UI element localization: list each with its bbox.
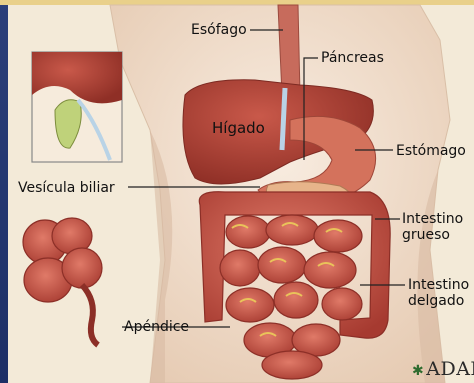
label-pancreas: Páncreas [321, 50, 384, 66]
label-estomago: Estómago [396, 143, 466, 159]
gallbladder-inset [32, 52, 122, 162]
appendix-inset [23, 218, 102, 345]
adam-logo: ✱ADAM [412, 358, 474, 380]
label-intestino-delgado-line1: Intestino [408, 277, 469, 293]
label-intestino-delgado-line2: delgado [408, 293, 464, 309]
label-higado: Hígado [212, 120, 265, 136]
bile-duct [282, 88, 285, 150]
label-apendice: Apéndice [124, 319, 189, 335]
label-esofago: Esófago [191, 22, 247, 38]
label-intestino-grueso-line2: grueso [402, 227, 450, 243]
adam-star-icon: ✱ [412, 363, 424, 379]
adam-logo-text: ADAM [426, 358, 474, 380]
label-intestino-grueso-line1: Intestino [402, 211, 463, 227]
label-vesicula-biliar: Vesícula biliar [18, 180, 115, 196]
